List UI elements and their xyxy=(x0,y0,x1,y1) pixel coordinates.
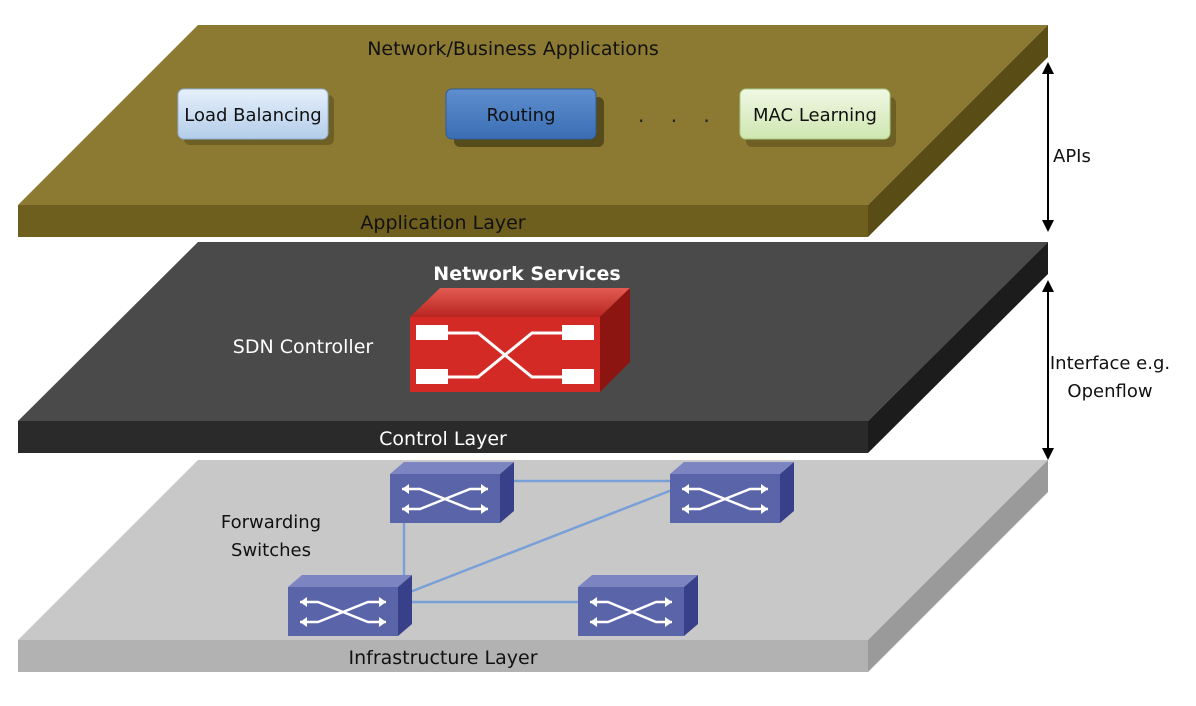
infrastructure-layer-top xyxy=(18,460,1048,640)
sdn-controller-icon[interactable] xyxy=(410,288,630,392)
control-layer-side xyxy=(868,242,1048,453)
apis-arrow xyxy=(1042,62,1054,232)
southbound-interface-label-line1: Interface e.g. xyxy=(1050,353,1170,374)
application-layer-title: Network/Business Applications xyxy=(367,38,659,60)
switch-links xyxy=(402,479,673,604)
infrastructure-layer: Infrastructure Layer Forwarding Switches xyxy=(18,460,1048,672)
control-layer-label: Control Layer xyxy=(379,428,507,450)
forwarding-switches-label-line1: Forwarding xyxy=(221,512,321,533)
southbound-interface-label-line2: Openflow xyxy=(1067,381,1152,402)
infrastructure-layer-label: Infrastructure Layer xyxy=(348,647,537,669)
application-layer-label: Application Layer xyxy=(360,212,525,234)
apis-label: APIs xyxy=(1053,146,1091,167)
control-layer-front xyxy=(18,421,868,453)
forwarding-switch-icon[interactable] xyxy=(288,575,412,636)
app-ellipsis: . . . xyxy=(638,103,720,127)
infrastructure-layer-side xyxy=(868,460,1048,672)
application-layer: Network/Business Applications Applicatio… xyxy=(18,25,1048,237)
application-layer-front xyxy=(18,205,868,237)
app-routing[interactable]: Routing xyxy=(445,88,604,147)
forwarding-switch-icon[interactable] xyxy=(390,462,514,523)
control-layer: Control Layer Network Services SDN Contr… xyxy=(18,242,1048,453)
sdn-controller-label: SDN Controller xyxy=(233,336,374,358)
forwarding-switch-icon[interactable] xyxy=(578,575,698,636)
southbound-interface-arrow xyxy=(1042,280,1054,460)
app-load-balancing[interactable]: Load Balancing xyxy=(177,88,334,145)
app-routing-label: Routing xyxy=(486,105,555,126)
app-load-balancing-label: Load Balancing xyxy=(184,105,321,126)
infrastructure-layer-front xyxy=(18,640,868,672)
link-s3-s2 xyxy=(409,488,673,594)
forwarding-switch-icon[interactable] xyxy=(670,462,794,523)
application-layer-side xyxy=(868,25,1048,237)
app-mac-learning[interactable]: MAC Learning xyxy=(739,88,896,147)
forwarding-switches-label-line2: Switches xyxy=(231,540,311,561)
app-mac-learning-label: MAC Learning xyxy=(753,105,877,126)
network-services-label: Network Services xyxy=(433,263,620,285)
